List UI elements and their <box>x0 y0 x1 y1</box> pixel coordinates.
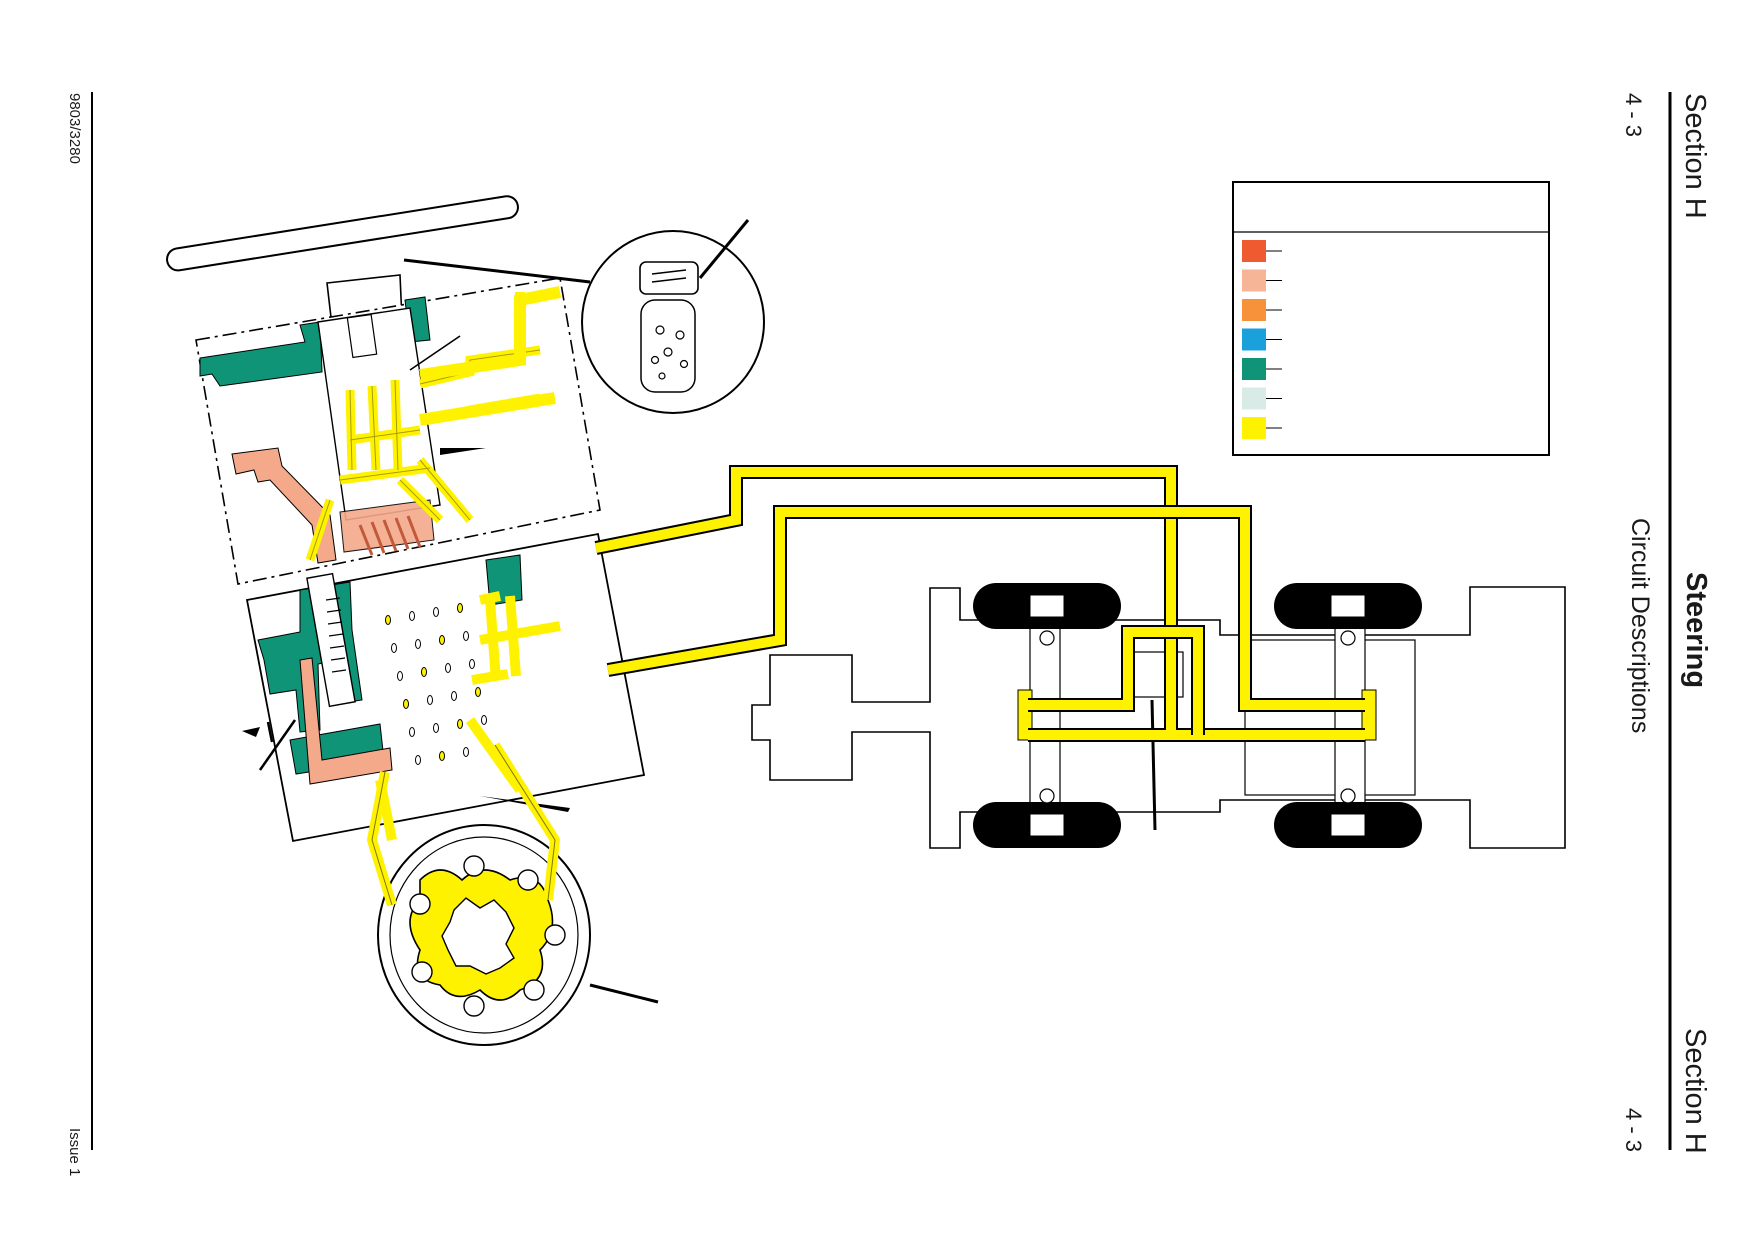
inlet-arrow <box>242 727 260 737</box>
spool-hole <box>650 355 660 365</box>
rear-subframe <box>1244 639 1416 796</box>
port-hole <box>409 611 415 621</box>
port-hole <box>391 643 397 653</box>
port-passage-top <box>419 286 562 381</box>
port-hole <box>433 723 439 733</box>
leader-line-relief <box>258 719 297 771</box>
gerotor-roller <box>517 869 539 891</box>
legend-swatch <box>1242 299 1266 321</box>
legend-swatch <box>1242 358 1266 380</box>
pressure-passage-lower <box>299 657 393 785</box>
spool-hole <box>679 359 689 369</box>
steering-wheel-rim <box>166 195 519 272</box>
king-pin <box>1340 788 1356 804</box>
leader-line-inset <box>698 219 750 279</box>
spool-slot-lines <box>651 269 687 283</box>
port-hole <box>463 631 469 641</box>
colour-key-legend <box>1232 181 1550 456</box>
port-hole <box>421 667 427 677</box>
port-hole <box>457 603 463 613</box>
steering-unit-lower <box>242 532 646 843</box>
port-hole <box>397 671 403 681</box>
king-pin <box>1039 788 1055 804</box>
hose-b <box>607 507 1365 710</box>
port-holes <box>385 603 493 765</box>
metering-unit <box>377 824 659 1046</box>
spool-hole <box>675 330 685 340</box>
rear-steer-ram <box>1361 689 1377 741</box>
spool-hole <box>655 325 665 335</box>
legend-frame <box>1232 181 1550 456</box>
leader-line-detail <box>403 258 591 284</box>
relief-valve-bore <box>306 572 356 708</box>
gerotor-roller <box>463 995 485 1017</box>
port-hole <box>415 755 421 765</box>
king-pin <box>1039 630 1055 646</box>
port-hole <box>415 639 421 649</box>
spool-slot <box>346 313 378 359</box>
hose-cross <box>1028 627 1203 735</box>
hub <box>1330 813 1366 837</box>
port-hole <box>427 695 433 705</box>
port-hole <box>451 691 457 701</box>
wheel-front-left <box>973 583 1121 646</box>
steering-unit-upper <box>195 258 601 585</box>
wheel-rear-left <box>1274 583 1422 646</box>
port-passage-mid <box>419 392 556 426</box>
port-hole <box>469 659 475 669</box>
leader-line-spool <box>409 335 461 371</box>
spool-hole <box>658 372 666 380</box>
legend-swatch <box>1242 269 1266 292</box>
spool-body <box>640 299 696 393</box>
gerotor-roller <box>523 979 545 1001</box>
port-hole <box>475 687 481 697</box>
spool-hole <box>663 347 673 357</box>
gerotor-roller <box>409 893 431 915</box>
port-hole <box>457 719 463 729</box>
gerotor-star <box>441 897 515 975</box>
port-hole <box>439 635 445 645</box>
steering-wheel <box>166 195 519 327</box>
centring-springs <box>358 515 422 556</box>
port-hole <box>403 699 409 709</box>
lower-control-passages <box>375 591 561 841</box>
legend-swatch <box>1242 240 1266 262</box>
port-hole <box>439 751 445 761</box>
leader-line-metering <box>589 983 659 1004</box>
legend-swatch <box>1242 387 1266 410</box>
gerotor-roller <box>463 855 485 877</box>
port-hole <box>385 615 391 625</box>
king-pin <box>1340 630 1356 646</box>
hub <box>1029 813 1065 837</box>
spool-detail-inset <box>581 219 765 414</box>
gerotor-roller <box>411 961 433 983</box>
port-hole <box>409 727 415 737</box>
tank-passage-upper-left <box>199 321 323 387</box>
legend-swatches <box>1242 240 1282 439</box>
metering-feed-pipes-outline <box>371 744 556 906</box>
leader-arrow-valve <box>440 448 486 455</box>
inlet-marker <box>266 721 274 743</box>
port-hole <box>445 663 451 673</box>
gerotor-roller <box>544 924 566 946</box>
leader-line-chassis <box>1150 699 1157 831</box>
metering-housing-inner <box>389 836 579 1034</box>
hub <box>1029 594 1065 618</box>
legend-swatch <box>1242 417 1266 439</box>
spool-head <box>639 261 699 295</box>
port-hole <box>463 747 469 757</box>
relief-valve-spring <box>325 597 347 673</box>
port-hole <box>481 715 487 725</box>
wheel-front-right <box>973 788 1121 848</box>
hub <box>1330 594 1366 618</box>
leader-line-block <box>480 796 570 812</box>
port-hole <box>433 607 439 617</box>
wheel-rear-right <box>1274 788 1422 848</box>
steering-hoses <box>594 465 1365 742</box>
legend-swatch <box>1242 328 1266 351</box>
